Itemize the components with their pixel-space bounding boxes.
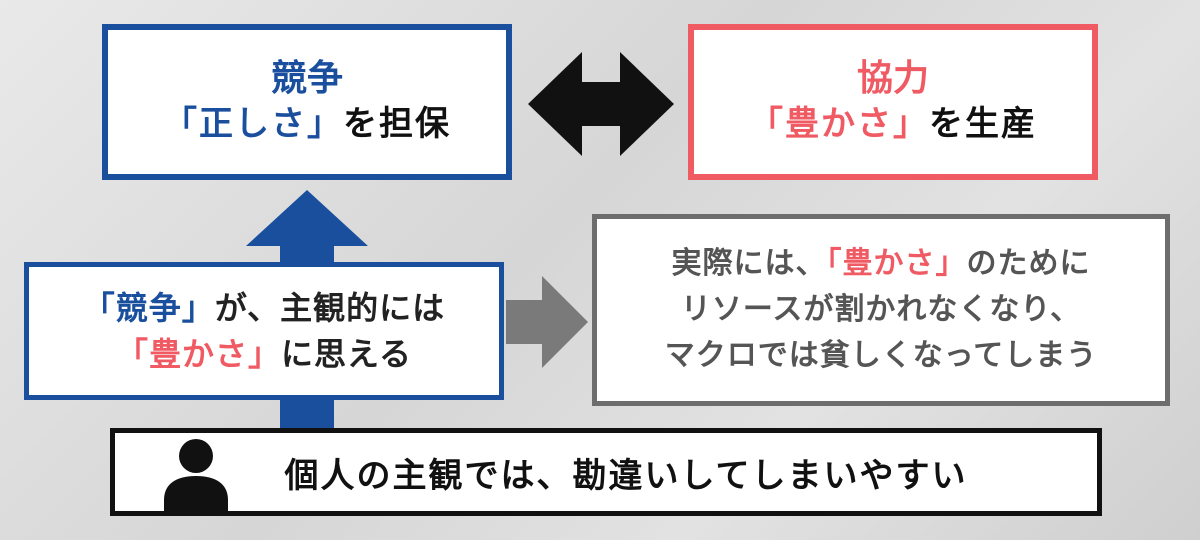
- competition-line: 「正しさ」を担保: [163, 101, 451, 147]
- subjective-quoted-abundance: 「豊かさ」: [115, 335, 281, 373]
- cooperation-rest: を生産: [929, 104, 1037, 144]
- competition-box: 競争 「正しさ」を担保: [102, 24, 512, 180]
- reality-line-1-before: 実際には、: [671, 246, 827, 281]
- cooperation-line: 「豊かさ」を生産: [749, 101, 1037, 147]
- competition-open-bracket: 「: [163, 104, 199, 144]
- right-arrow-icon: [506, 276, 588, 368]
- competition-title: 競争: [270, 58, 343, 99]
- cooperation-box: 協力 「豊かさ」を生産: [688, 24, 1098, 180]
- reality-line-3: マクロでは貧しくなってしまう: [664, 338, 1098, 373]
- competition-keyword: 正しさ: [199, 104, 307, 144]
- reality-line-2: リソースが割かれなくなり、: [680, 292, 1082, 327]
- reality-box: 実際には、「豊かさ」のために リソースが割かれなくなり、 マクロでは貧しくなって…: [592, 214, 1170, 406]
- reality-quoted-abundance: 「豊かさ」: [826, 246, 967, 281]
- bottom-text: 個人の主観では、勘違いしてしまいやすい: [284, 455, 968, 496]
- person-icon: [164, 439, 228, 512]
- cooperation-open-bracket: 「: [749, 104, 785, 144]
- subjective-line-2-rest: に思える: [280, 335, 413, 373]
- competition-close-bracket: 」: [307, 104, 343, 144]
- subjective-quoted-competition: 「競争」: [82, 289, 215, 327]
- double-arrow-icon: [528, 52, 674, 156]
- reality-line-1: 実際には、「豊かさ」のために: [672, 241, 1091, 287]
- cooperation-keyword: 豊かさ: [785, 104, 893, 144]
- competition-rest: を担保: [343, 104, 451, 144]
- subjective-line-1: 「競争」が、主観的には: [83, 285, 445, 331]
- reality-line-1-after: のために: [966, 246, 1091, 281]
- cooperation-close-bracket: 」: [893, 104, 929, 144]
- subjective-box: 「競争」が、主観的には 「豊かさ」に思える: [24, 262, 504, 400]
- subjective-line-2: 「豊かさ」に思える: [116, 331, 412, 377]
- subjective-line-1-rest: が、主観的には: [214, 289, 446, 327]
- cooperation-title: 協力: [856, 58, 929, 99]
- bottom-box: 個人の主観では、勘違いしてしまいやすい: [110, 428, 1102, 516]
